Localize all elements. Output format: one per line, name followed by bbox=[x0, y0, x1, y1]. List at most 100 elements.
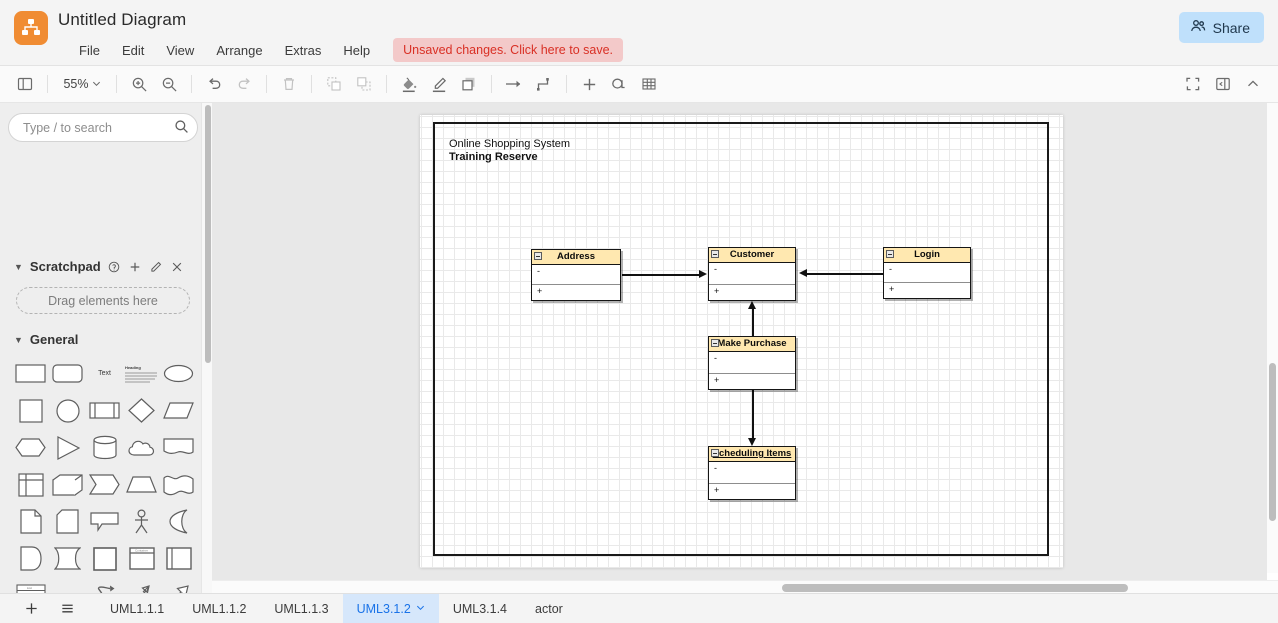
menu-edit[interactable]: Edit bbox=[121, 42, 145, 58]
menu-file[interactable]: File bbox=[79, 42, 100, 58]
shape-vertical-container[interactable]: Container bbox=[123, 540, 160, 577]
delete-icon[interactable] bbox=[274, 71, 304, 97]
line-color-icon[interactable] bbox=[424, 71, 454, 97]
collapse-icon[interactable] bbox=[711, 250, 719, 258]
zoom-level-selector[interactable]: 55% bbox=[55, 74, 109, 94]
shape-trapezoid[interactable] bbox=[123, 466, 160, 503]
shape-circle[interactable] bbox=[49, 392, 86, 429]
shape-text[interactable]: Text bbox=[86, 355, 123, 392]
shape-internal-storage[interactable] bbox=[12, 466, 49, 503]
shape-ellipse[interactable] bbox=[160, 355, 197, 392]
chevron-down-icon[interactable] bbox=[416, 603, 425, 614]
help-icon[interactable] bbox=[108, 261, 120, 273]
edge-makepurchase-to-scheduling[interactable] bbox=[752, 390, 754, 440]
shape-curve[interactable] bbox=[86, 577, 123, 593]
collapse-icon[interactable] bbox=[886, 250, 894, 258]
zoom-out-icon[interactable] bbox=[154, 71, 184, 97]
shape-list[interactable]: List Item 1Item 2Item 3 bbox=[12, 577, 49, 593]
sidebar-scrollbar-thumb[interactable] bbox=[205, 105, 211, 363]
edge-login-to-customer[interactable] bbox=[806, 273, 883, 275]
format-panel-icon[interactable] bbox=[1208, 71, 1238, 97]
sidebar-scrollbar-track[interactable] bbox=[201, 103, 212, 593]
connection-arrow-icon[interactable] bbox=[499, 71, 529, 97]
to-back-icon[interactable] bbox=[349, 71, 379, 97]
pages-menu-icon[interactable] bbox=[52, 595, 82, 623]
shape-document[interactable] bbox=[160, 429, 197, 466]
collapse-icon[interactable] bbox=[534, 252, 542, 260]
shape-callout[interactable] bbox=[86, 503, 123, 540]
fill-color-icon[interactable] bbox=[394, 71, 424, 97]
shape-process[interactable] bbox=[86, 392, 123, 429]
edge-address-to-customer[interactable] bbox=[622, 274, 700, 276]
to-front-icon[interactable] bbox=[319, 71, 349, 97]
scratchpad-dropzone[interactable]: Drag elements here bbox=[16, 287, 190, 314]
shape-tape[interactable] bbox=[160, 466, 197, 503]
shape-container[interactable] bbox=[86, 540, 123, 577]
menu-arrange[interactable]: Arrange bbox=[216, 42, 263, 58]
scratchpad-section-header[interactable]: ▼ Scratchpad bbox=[14, 259, 183, 274]
canvas-vertical-scrollbar-thumb[interactable] bbox=[1269, 363, 1276, 521]
shape-horizontal-pool[interactable] bbox=[160, 540, 197, 577]
toggle-format-panel-icon[interactable] bbox=[10, 71, 40, 97]
shape-triangle[interactable] bbox=[49, 429, 86, 466]
zoom-in-icon[interactable] bbox=[124, 71, 154, 97]
insert-shape-icon[interactable] bbox=[604, 71, 634, 97]
shape-hexagon[interactable] bbox=[12, 429, 49, 466]
edge-makepurchase-to-customer[interactable] bbox=[752, 308, 754, 336]
search-input[interactable] bbox=[8, 113, 198, 142]
insert-table-icon[interactable] bbox=[634, 71, 664, 97]
canvas-horizontal-scrollbar-thumb[interactable] bbox=[782, 584, 1128, 592]
uml-class-customer[interactable]: Customer - + bbox=[708, 247, 796, 301]
collapse-icon[interactable] bbox=[711, 449, 719, 457]
canvas-horizontal-scrollbar-track[interactable] bbox=[212, 580, 1278, 593]
shape-rounded-rectangle[interactable] bbox=[49, 355, 86, 392]
edit-icon[interactable] bbox=[150, 261, 162, 273]
uml-class-login[interactable]: Login - + bbox=[883, 247, 971, 299]
tab-actor[interactable]: actor bbox=[535, 601, 563, 616]
menu-view[interactable]: View bbox=[166, 42, 195, 58]
menu-help[interactable]: Help bbox=[343, 42, 371, 58]
collapse-icon[interactable] bbox=[711, 339, 719, 347]
shape-bidirectional-arrow[interactable] bbox=[123, 577, 160, 593]
shape-block-arrow[interactable] bbox=[160, 577, 197, 593]
shape-card[interactable] bbox=[49, 503, 86, 540]
shape-delay[interactable] bbox=[49, 540, 86, 577]
shape-parallelogram[interactable] bbox=[160, 392, 197, 429]
redo-icon[interactable] bbox=[229, 71, 259, 97]
search-icon[interactable] bbox=[174, 119, 189, 139]
diagram-canvas[interactable]: Online Shopping System Training Reserve … bbox=[212, 103, 1267, 593]
shape-diamond[interactable] bbox=[123, 392, 160, 429]
shape-step[interactable] bbox=[86, 466, 123, 503]
shape-or[interactable] bbox=[160, 503, 197, 540]
shape-textbox-heading[interactable]: Heading bbox=[123, 355, 160, 392]
add-page-icon[interactable] bbox=[16, 595, 46, 623]
undo-icon[interactable] bbox=[199, 71, 229, 97]
tab-uml1-1-2[interactable]: UML1.1.2 bbox=[192, 601, 247, 616]
insert-icon[interactable] bbox=[574, 71, 604, 97]
tab-uml3-1-4[interactable]: UML3.1.4 bbox=[452, 601, 508, 616]
shape-list-item[interactable]: List Item bbox=[49, 577, 86, 594]
uml-class-scheduling-items[interactable]: Scheduling Items - + bbox=[708, 446, 796, 500]
collapse-toolbar-icon[interactable] bbox=[1238, 71, 1268, 97]
menu-extras[interactable]: Extras bbox=[284, 42, 322, 58]
tab-uml1-1-3[interactable]: UML1.1.3 bbox=[274, 601, 329, 616]
shape-cloud[interactable] bbox=[123, 429, 160, 466]
general-section-header[interactable]: ▼ General bbox=[14, 332, 78, 347]
shape-data-storage[interactable] bbox=[12, 540, 49, 577]
add-icon[interactable] bbox=[129, 261, 141, 273]
share-button[interactable]: Share bbox=[1178, 12, 1264, 43]
shape-rectangle[interactable] bbox=[12, 355, 49, 392]
tab-uml3-1-2[interactable]: UML3.1.2 bbox=[342, 593, 439, 623]
shape-note[interactable] bbox=[12, 503, 49, 540]
canvas-vertical-scrollbar-track[interactable] bbox=[1267, 103, 1278, 573]
shape-actor[interactable] bbox=[123, 503, 160, 540]
shape-cylinder[interactable] bbox=[86, 429, 123, 466]
fullscreen-icon[interactable] bbox=[1178, 71, 1208, 97]
uml-class-make-purchase[interactable]: Make Purchase - + bbox=[708, 336, 796, 390]
shadow-icon[interactable] bbox=[454, 71, 484, 97]
diagram-frame[interactable]: Online Shopping System Training Reserve … bbox=[433, 122, 1049, 556]
close-icon[interactable] bbox=[171, 261, 183, 273]
tab-uml1-1-1[interactable]: UML1.1.1 bbox=[110, 601, 165, 616]
shape-square[interactable] bbox=[12, 392, 49, 429]
waypoints-icon[interactable] bbox=[529, 71, 559, 97]
